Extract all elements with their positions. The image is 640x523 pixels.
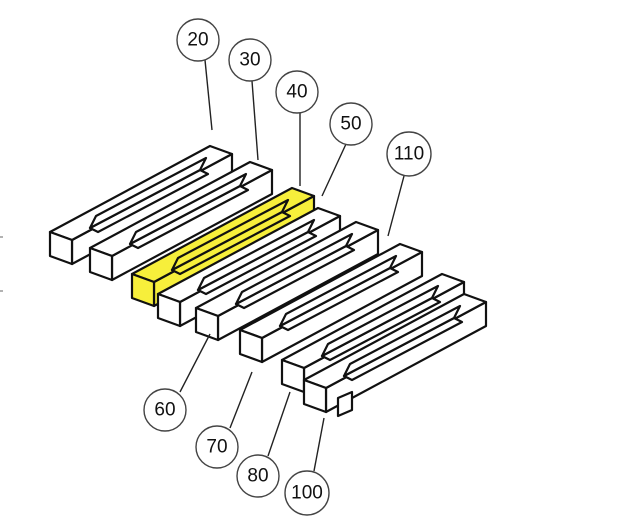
bar-part-30 (88, 160, 274, 282)
bar-front-face (194, 306, 220, 342)
callout-circle (176, 18, 220, 62)
callout-30: 30 (228, 38, 272, 82)
bar-ridge-top (342, 304, 462, 378)
callout-label: 70 (206, 437, 227, 458)
callout-100: 100 (284, 470, 330, 516)
callout-label: 110 (394, 144, 424, 165)
callout-50: 50 (329, 102, 373, 146)
bar-ridge-top (170, 198, 290, 272)
callout-circle (329, 102, 373, 146)
callout-60: 60 (143, 388, 187, 432)
leader-line-50 (321, 143, 347, 197)
bar-ridge-top (320, 284, 440, 358)
bar-part-70 (238, 242, 424, 364)
bar-front-face (238, 328, 264, 364)
callout-label: 60 (154, 400, 175, 421)
callout-70: 70 (195, 425, 239, 469)
callout-20: 20 (176, 18, 220, 62)
bar-ridge-top (196, 218, 316, 292)
callout-110: 110 (386, 131, 432, 177)
callouts-group: 20 30 40 50 110 60 70 80 100 (143, 18, 432, 516)
parts-group (48, 144, 488, 418)
callout-circle (195, 425, 239, 469)
leader-line-80 (267, 391, 291, 457)
callout-circle (236, 454, 280, 498)
callout-circle (386, 131, 432, 177)
callout-80: 80 (236, 454, 280, 498)
callout-label: 100 (291, 483, 323, 504)
leader-line-110 (387, 175, 405, 237)
bar-front-face (156, 292, 182, 328)
bar-front-face (48, 230, 74, 266)
callout-label: 80 (247, 466, 268, 487)
leader-line-30 (251, 80, 259, 161)
callout-40: 40 (275, 70, 319, 114)
bar-tab (336, 390, 354, 418)
callout-label: 50 (340, 114, 361, 135)
callout-label: 40 (286, 82, 307, 103)
bar-ridge-top (128, 172, 248, 246)
bar-part-60 (194, 220, 380, 342)
bar-front-face (302, 378, 328, 414)
bar-ridge-top (88, 156, 208, 230)
bar-part-100 (302, 292, 488, 414)
bar-front-face (88, 246, 114, 282)
bar-front-face (130, 272, 156, 308)
callout-circle (143, 388, 187, 432)
leader-lines (179, 59, 405, 472)
bar-part-40 (130, 186, 316, 308)
bar-ridge-top (278, 254, 398, 328)
callout-circle (228, 38, 272, 82)
leader-line-60 (179, 333, 211, 393)
leader-line-100 (313, 417, 325, 472)
callout-circle (275, 70, 319, 114)
callout-label: 30 (239, 50, 260, 71)
leader-line-20 (204, 59, 213, 131)
callout-circle (284, 470, 330, 516)
bar-front-face (280, 358, 306, 394)
bar-ridge-top (234, 232, 354, 306)
leader-line-70 (229, 371, 253, 429)
callout-label: 20 (187, 30, 208, 51)
